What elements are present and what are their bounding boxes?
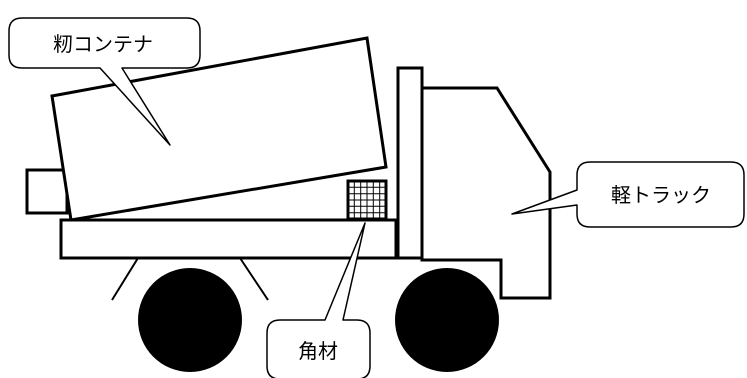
cab-post — [396, 66, 424, 260]
truck-cab — [420, 86, 552, 300]
container-callout — [8, 17, 201, 146]
wooden-block — [346, 179, 388, 221]
container-label: 籾コンテナ — [53, 32, 153, 56]
container-end-cap — [25, 168, 69, 215]
rear-wheel — [138, 268, 242, 372]
truck-label: 軽トラック — [611, 183, 711, 207]
truck-callout — [511, 161, 745, 228]
rice-container — [50, 36, 388, 222]
wheel-support-left-b — [239, 257, 269, 301]
front-wheel — [395, 268, 499, 372]
truck-bed — [59, 218, 398, 260]
block-callout — [266, 222, 371, 378]
wheel-support-left-a — [111, 257, 139, 301]
block-label: 角材 — [298, 339, 338, 363]
